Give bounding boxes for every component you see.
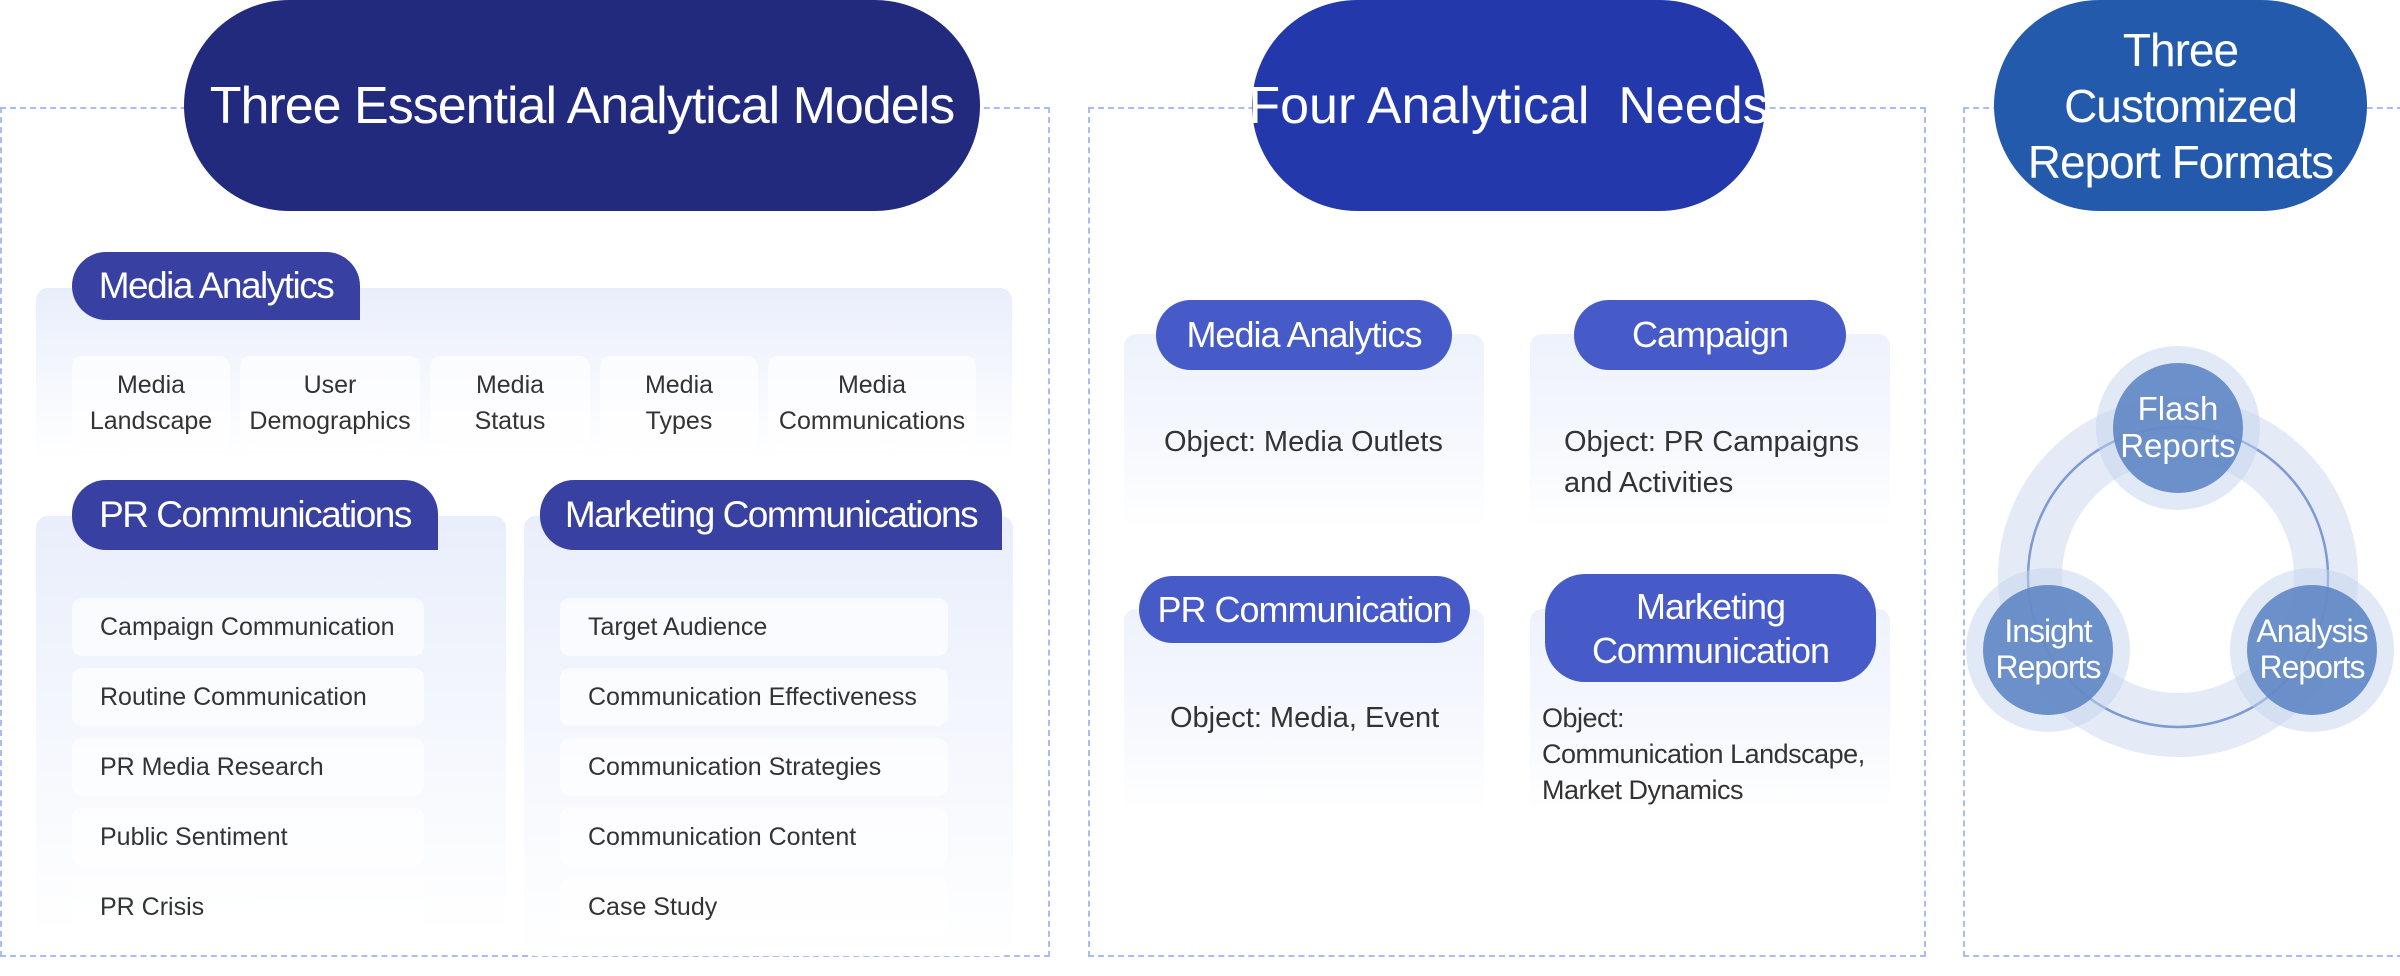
need-pill-campaign[interactable]: Campaign: [1574, 300, 1846, 370]
marketing-item[interactable]: Case Study: [560, 878, 948, 936]
models-header: Three Essential Analytical Models: [184, 0, 980, 211]
item-line: Media: [644, 371, 714, 399]
reports-header: Three Customized Report Formats: [1994, 0, 2367, 211]
item-line: Media: [475, 371, 545, 399]
needs-header: Four Analytical Needs: [1248, 0, 1769, 211]
marketing-item[interactable]: Target Audience: [560, 598, 948, 656]
analysis-reports-line1: Analysis: [2256, 613, 2367, 649]
need-object-pr: Object: Media, Event: [1170, 698, 1480, 739]
need-pill-label: Campaign: [1631, 314, 1789, 355]
flash-reports-line1: Flash: [2138, 390, 2219, 427]
need-object-marketing: Object: Communication Landscape, Market …: [1542, 700, 1892, 808]
pr-item-label: PR Media Research: [100, 752, 324, 781]
analysis-reports-circle: [2247, 585, 2377, 715]
need-pill-pr-communication[interactable]: PR Communication: [1139, 576, 1470, 643]
reports-title-line: Report Formats: [2027, 135, 2335, 188]
format-insight-reports[interactable]: Insight Reports: [1983, 585, 2113, 715]
pr-item[interactable]: Public Sentiment: [72, 808, 424, 866]
marketing-communications-tab-label: Marketing Communications: [564, 494, 979, 535]
need-pill-marketing-communication[interactable]: Marketing Communication: [1545, 574, 1876, 682]
media-analytics-tab[interactable]: Media Analytics: [72, 252, 360, 320]
need-object-campaign: Object: PR Campaigns and Activities: [1564, 422, 1864, 504]
flash-reports-circle: [2113, 363, 2243, 493]
pr-item[interactable]: Campaign Communication: [72, 598, 424, 656]
format-flash-reports[interactable]: Flash Reports: [2113, 363, 2243, 493]
need-pill-label: Marketing Communication: [1591, 586, 1830, 671]
item-line: Landscape: [89, 407, 213, 435]
report-formats-cycle: Flash Reports Insight Reports Analysis R…: [1966, 346, 2394, 757]
reports-title-line: Three: [2122, 23, 2239, 76]
need-object-media: Object: Media Outlets: [1164, 422, 1484, 463]
item-line: Media: [116, 371, 186, 399]
item-line: Demographics: [249, 407, 411, 435]
pr-item[interactable]: PR Crisis: [72, 878, 424, 936]
need-object-line: Communication Landscape,: [1542, 739, 1865, 769]
marketing-item[interactable]: Communication Content: [560, 808, 948, 866]
marketing-item-label: Communication Content: [588, 822, 857, 851]
need-object-line: Object:: [1542, 703, 1625, 733]
pr-communications-tab-label: PR Communications: [99, 494, 412, 535]
media-analytics-tab-label: Media Analytics: [98, 265, 335, 306]
pr-item-label: Campaign Communication: [100, 612, 395, 641]
insight-reports-line2: Reports: [1995, 649, 2100, 685]
pr-item-label: Public Sentiment: [100, 822, 288, 851]
item-line: Status: [474, 407, 546, 435]
marketing-item-label: Target Audience: [588, 612, 768, 641]
pr-item-label: PR Crisis: [100, 892, 205, 921]
need-pill-label: Media Analytics: [1186, 314, 1422, 355]
pr-communications-card: [36, 516, 506, 936]
marketing-item[interactable]: Communication Effectiveness: [560, 668, 948, 726]
marketing-item[interactable]: Communication Strategies: [560, 738, 948, 796]
need-pill-media-analytics[interactable]: Media Analytics: [1156, 300, 1452, 370]
marketing-item-label: Case Study: [588, 892, 718, 921]
analysis-reports-line2: Reports: [2259, 649, 2364, 685]
needs-frame: [1088, 107, 1926, 957]
pr-item-label: Routine Communication: [100, 682, 367, 711]
need-object-line: Market Dynamics: [1542, 775, 1744, 805]
item-line: Types: [645, 407, 713, 435]
need-object-text: Object: Media Outlets: [1164, 426, 1443, 458]
need-object-text: Object: PR Campaigns and Activities: [1564, 426, 1859, 499]
item-line: Communications: [778, 407, 966, 435]
marketing-item-label: Communication Strategies: [588, 752, 882, 781]
marketing-item-label: Communication Effectiveness: [588, 682, 917, 711]
needs-title: Four Analytical Needs: [1248, 76, 1769, 135]
item-line: Media: [837, 371, 907, 399]
pr-item[interactable]: Routine Communication: [72, 668, 424, 726]
insight-reports-circle: [1983, 585, 2113, 715]
pr-item[interactable]: PR Media Research: [72, 738, 424, 796]
pr-communications-tab[interactable]: PR Communications: [72, 480, 438, 550]
insight-reports-line1: Insight: [2004, 613, 2092, 649]
models-title: Three Essential Analytical Models: [209, 76, 955, 135]
need-pill-label: PR Communication: [1157, 588, 1452, 630]
marketing-communications-tab[interactable]: Marketing Communications: [540, 480, 1002, 550]
item-line: User: [303, 371, 357, 399]
flash-reports-line2: Reports: [2120, 427, 2236, 464]
format-analysis-reports[interactable]: Analysis Reports: [2247, 585, 2377, 715]
reports-title-line: Customized: [2064, 79, 2298, 132]
need-object-text: Object: Media, Event: [1170, 702, 1440, 734]
